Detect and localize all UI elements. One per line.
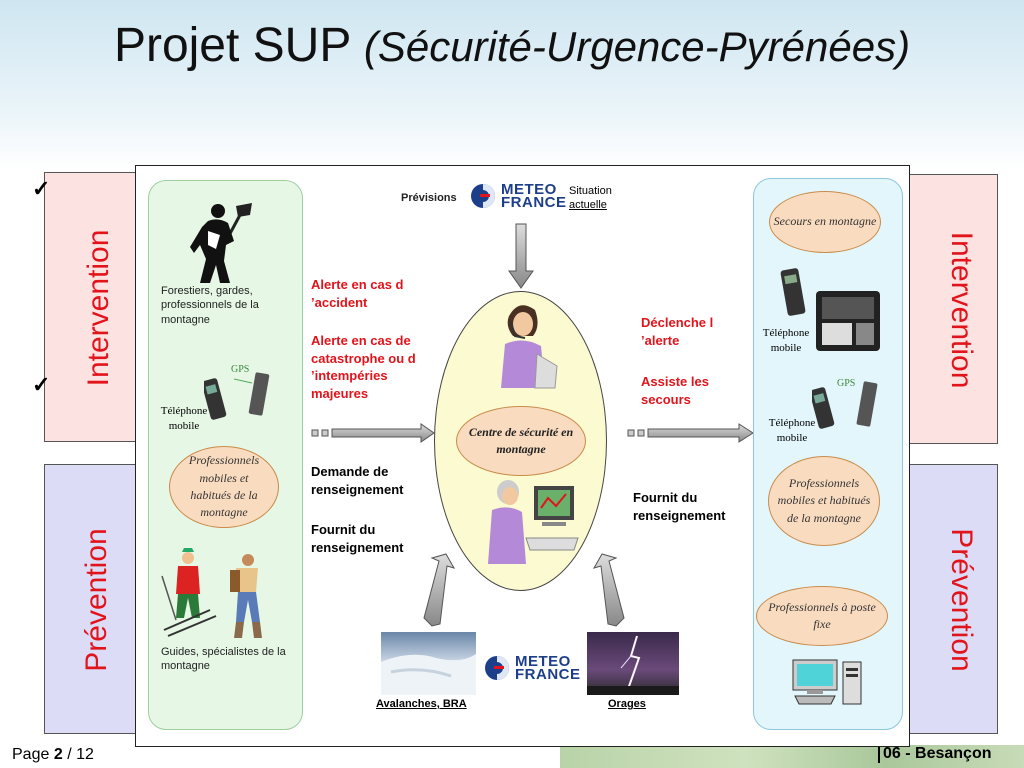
page-number: 2 [53, 746, 63, 763]
gps-phone-icon-right [812, 381, 878, 429]
left-pros-ellipse: Professionnels mobiles et habitués de la… [169, 446, 279, 528]
right-prevention-box: Prévention [906, 464, 998, 734]
trigger-alert: Déclenche l ’alerte [641, 315, 714, 348]
meteo-logo-line2: FRANCE [501, 194, 567, 211]
phone-label-left-line1: Téléphone [160, 405, 208, 417]
current-situation-line2: actuelle [569, 198, 607, 211]
meteo-france-emblem-icon-bottom [485, 656, 509, 680]
page-prefix: Page [12, 746, 50, 763]
avalanche-photo [381, 632, 476, 695]
provide-info-right: Fournit du renseignement [633, 490, 726, 523]
alert-accident: Alerte en cas d ’accident [311, 277, 404, 310]
gps-label-right: GPS [837, 378, 856, 389]
hikers-icon [161, 548, 262, 638]
phone-label-right-top-line2: mobile [770, 341, 802, 354]
meteo-france-logo-top: METEO FRANCE [469, 182, 567, 210]
right-pros-fixed-ellipse: Professionnels à poste fixe [756, 586, 888, 646]
map-strip [560, 745, 1024, 768]
phone-label-right-line2: mobile [776, 431, 808, 444]
desktop-computer-icon [792, 659, 862, 705]
title-main: Projet SUP [113, 19, 351, 72]
forecast-label: Prévisions [401, 192, 457, 204]
meteo-bottom-line2: FRANCE [515, 666, 581, 683]
right-intervention-label: Intervention [945, 231, 978, 389]
guides-label: Guides, spécialistes de la montagne [161, 646, 286, 673]
right-intervention-box: Intervention [906, 174, 998, 444]
gps-phone-icon-left [204, 372, 270, 420]
page-total: / 12 [67, 746, 94, 763]
phone-label-right-top-line1: Téléphone [762, 327, 810, 339]
meteo-bottom-line1: METEO [515, 652, 571, 670]
phone-label-right-top: Téléphone mobile [756, 326, 816, 356]
operator-computer-icon [488, 480, 579, 564]
avalanche-caption: Avalanches, BRA [376, 698, 467, 710]
phone-label-right-line1: Téléphone [768, 417, 816, 429]
foresters-label: Forestiers, gardes, professionnels de la… [161, 285, 259, 326]
diagram: Prévisions METEO FRANCE Situation actuel… [135, 165, 910, 747]
rescue-phone-kit-icon [780, 268, 880, 351]
page-title: Projet SUP (Sécurité-Urgence-Pyrénées) [0, 18, 1024, 73]
left-prevention-label: Prévention [80, 528, 113, 672]
meteo-logo-line1: METEO [501, 180, 557, 198]
bullet-check-2: ✓ [32, 372, 51, 397]
phone-label-right: Téléphone mobile [762, 416, 822, 446]
assist-rescue: Assiste les secours [641, 374, 709, 407]
alert-catastrophe: Alerte en cas de catastrophe ou d ’intem… [311, 333, 416, 401]
rescue-ellipse: Secours en montagne [769, 191, 881, 253]
storm-photo [587, 632, 679, 695]
current-situation-label: Situation actuelle [569, 185, 612, 213]
meteo-france-logo-bottom: METEO FRANCE [483, 654, 581, 682]
left-prevention-box: Prévention [44, 464, 140, 734]
left-intervention-label: Intervention [82, 229, 115, 387]
security-center-ellipse: Centre de sécurité en montagne [456, 406, 586, 476]
current-situation-line1: Situation [569, 185, 612, 197]
page-indicator: Page 2 / 12 [12, 746, 94, 764]
bullet-check-1: ✓ [32, 176, 51, 201]
provide-info-left: Fournit du renseignement [311, 522, 404, 555]
right-pros-mobile-ellipse: Professionnels mobiles et habitués de la… [768, 456, 880, 546]
arrows-layer [311, 223, 754, 627]
gps-label-left: GPS [231, 364, 250, 375]
operator-headset-icon [501, 305, 558, 389]
meteo-france-emblem-icon [471, 184, 495, 208]
phone-label-left-line2: mobile [168, 419, 200, 432]
forester-icon [190, 203, 252, 283]
right-prevention-label: Prévention [945, 528, 978, 672]
footer-location: 06 - Besançon [878, 745, 991, 763]
left-intervention-box: Intervention [44, 172, 140, 442]
request-info: Demande de renseignement [311, 464, 404, 497]
title-subtitle: (Sécurité-Urgence-Pyrénées) [363, 23, 911, 70]
storm-caption: Orages [608, 698, 646, 710]
phone-label-left: Téléphone mobile [156, 404, 212, 434]
